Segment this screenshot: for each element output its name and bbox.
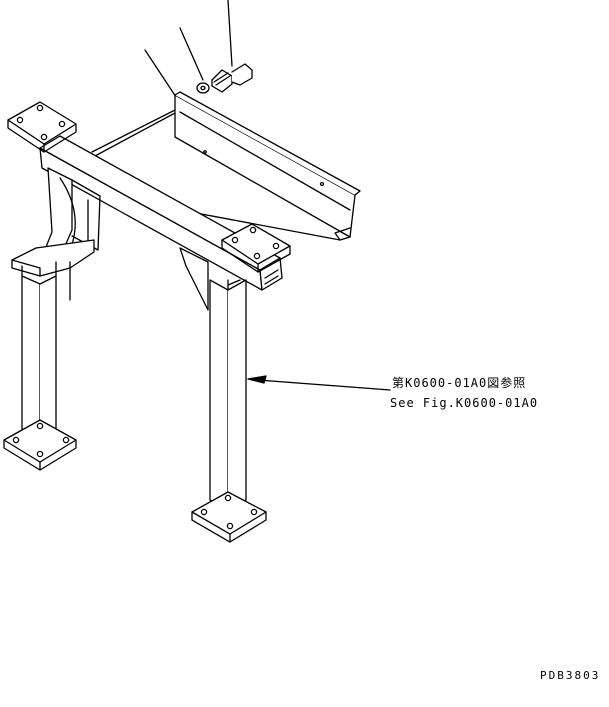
bolt-icon (211, 63, 253, 93)
left-foot (3, 419, 77, 471)
leader-lines (144, 0, 233, 101)
drawing-number: PDB3803 (540, 669, 601, 682)
reference-note-en: See Fig.K0600-01A0 (390, 396, 539, 410)
right-leg (209, 279, 247, 511)
reference-note-jp: 第K0600-01A0図参照 (392, 376, 527, 390)
reference-arrow (247, 375, 391, 391)
right-foot (191, 491, 267, 543)
right-bracing (179, 247, 241, 311)
top-beam (39, 135, 283, 291)
cover-plate (174, 91, 361, 241)
left-leg (21, 261, 71, 441)
left-top-pad (7, 101, 77, 153)
right-top-pad (221, 223, 291, 273)
washer-icon (196, 82, 210, 94)
left-collar (11, 239, 95, 277)
